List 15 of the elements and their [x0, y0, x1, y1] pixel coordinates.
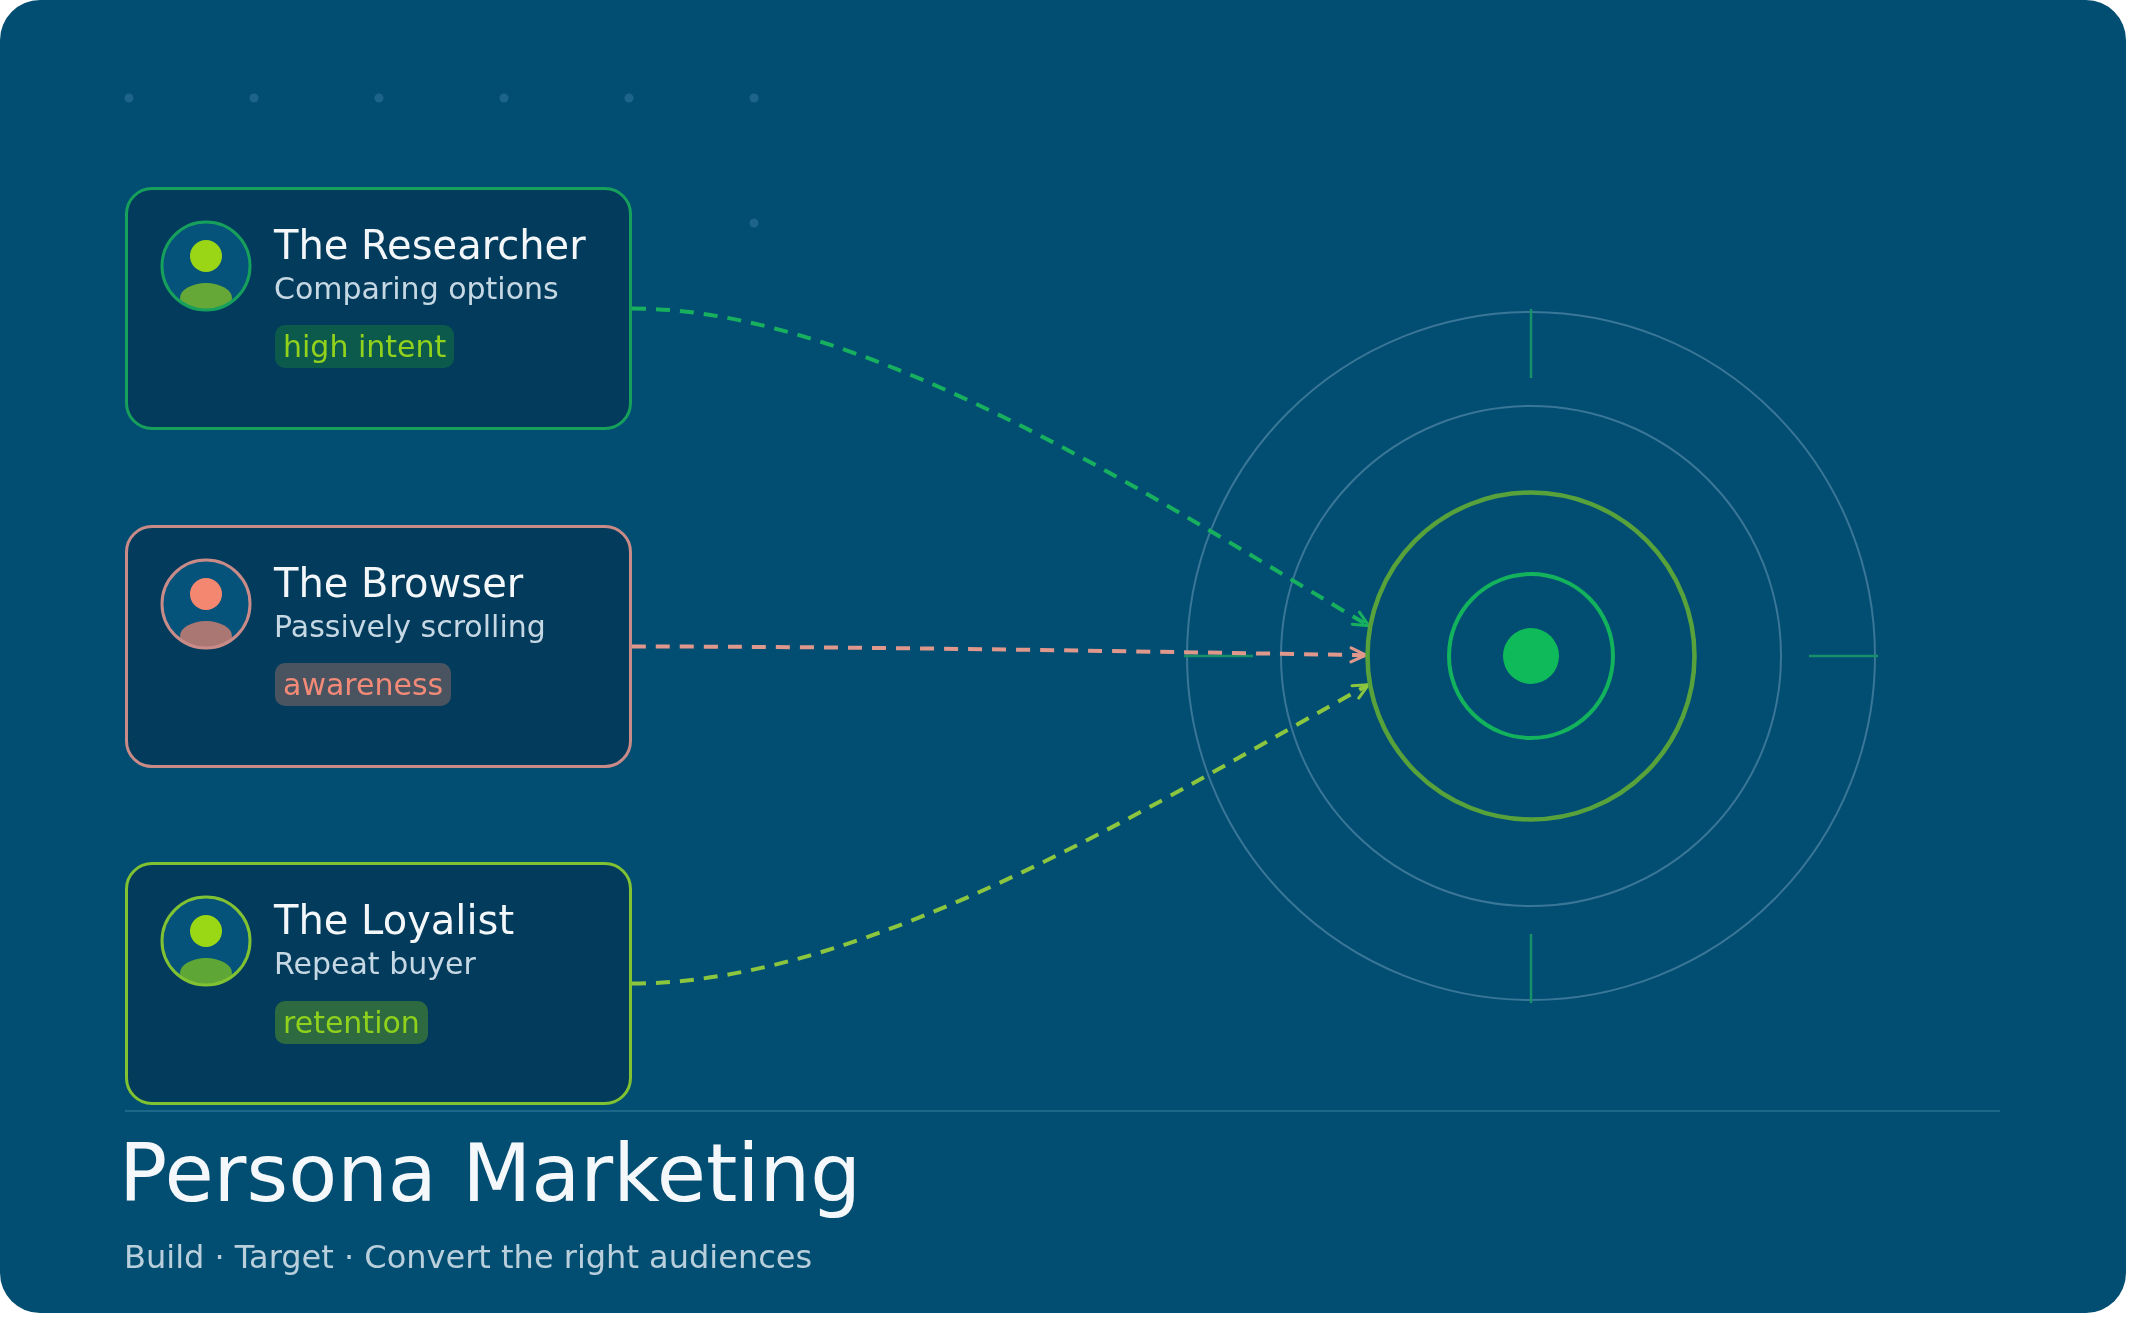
diagram-caption: Build · Target · Convert the right audiences — [124, 1238, 813, 1276]
card-title: The Loyalist — [274, 896, 515, 944]
segment-tag: retention — [275, 1001, 428, 1044]
card-title: The Researcher — [274, 221, 586, 269]
dashed-arrow — [632, 644, 1368, 664]
card-subtitle: Comparing options — [274, 271, 559, 307]
card-subtitle: Repeat buyer — [274, 946, 476, 982]
dashed-arrow — [631, 682, 1370, 986]
bullseye-target — [1365, 490, 1697, 822]
dashed-arrow — [631, 306, 1371, 628]
segment-tag: awareness — [275, 663, 452, 706]
card-title: The Browser — [274, 559, 524, 607]
diagram-title: Persona Marketing — [119, 1126, 861, 1222]
card-subtitle: Passively scrolling — [274, 609, 546, 645]
segment-tag: high intent — [275, 325, 455, 368]
